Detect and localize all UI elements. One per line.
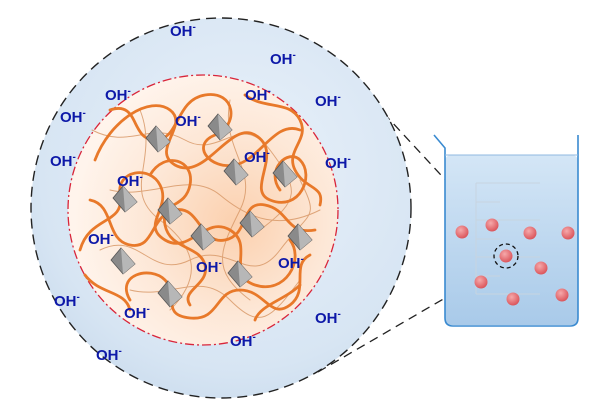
- ion-label: OH-: [105, 86, 131, 104]
- circle-particle-icon: [561, 226, 575, 240]
- circle-particle-icon: [506, 292, 520, 306]
- polymer-chain: [148, 159, 207, 307]
- circle-particle-icon: [474, 275, 488, 289]
- ion-label: OH-: [325, 154, 351, 172]
- ion-label: OH-: [175, 112, 201, 130]
- zoom-line-bottom: [317, 265, 501, 373]
- beaker-icon: [433, 134, 579, 327]
- thin-chain: [99, 179, 311, 267]
- ion-label: OH-: [88, 230, 114, 248]
- thin-chain: [109, 184, 321, 222]
- circle-particle-icon: [485, 218, 499, 232]
- ion-label: OH-: [54, 292, 80, 310]
- tetrahedron-icon: [157, 197, 183, 225]
- ion-label: OH-: [124, 304, 150, 322]
- zoom-source-circle: [493, 243, 519, 269]
- gel-core-boundary: [67, 74, 339, 346]
- ion-label: OH-: [315, 92, 341, 110]
- ion-label: OH-: [117, 172, 143, 190]
- tetrahedron-icon: [145, 125, 171, 153]
- tetrahedron-icon: [110, 247, 136, 275]
- tetrahedron-icon: [157, 280, 183, 308]
- ion-label: OH-: [196, 258, 222, 276]
- tetrahedron-icon: [227, 260, 253, 288]
- circle-particle-icon: [499, 249, 513, 263]
- hydroxide-ions: OH- OH- OH- OH- OH- OH- OH- OH- OH- OH- …: [50, 22, 351, 364]
- polymer-chain: [83, 273, 302, 322]
- ion-label: OH-: [245, 86, 271, 104]
- polymer-chain: [125, 253, 312, 320]
- nanoparticles: [455, 218, 575, 306]
- polymer-chain: [243, 93, 323, 207]
- tetrahedron-icon: [190, 223, 216, 251]
- ion-label: OH-: [230, 332, 256, 350]
- ion-label: OH-: [50, 152, 76, 170]
- polymer-chain: [93, 104, 308, 204]
- ion-label: OH-: [270, 50, 296, 68]
- tetrahedron-icon: [207, 113, 233, 141]
- ion-label: OH-: [315, 309, 341, 327]
- tetrahedron-icon: [112, 185, 138, 213]
- ion-label: OH-: [170, 22, 196, 40]
- tetrahedron-icon: [272, 160, 298, 188]
- beaker-glass: [433, 134, 579, 327]
- crosslinkers: [110, 113, 313, 308]
- circle-particle-icon: [455, 225, 469, 239]
- ion-label: OH-: [96, 346, 122, 364]
- tetrahedron-icon: [239, 210, 265, 238]
- ion-label: OH-: [278, 254, 304, 272]
- circle-particle-icon: [523, 226, 537, 240]
- ion-label: OH-: [244, 148, 270, 166]
- tetrahedron-icon: [223, 158, 249, 186]
- tetrahedron-icon: [287, 223, 313, 251]
- circle-particle-icon: [555, 288, 569, 302]
- circle-particle-icon: [534, 261, 548, 275]
- ion-label: OH-: [60, 108, 86, 126]
